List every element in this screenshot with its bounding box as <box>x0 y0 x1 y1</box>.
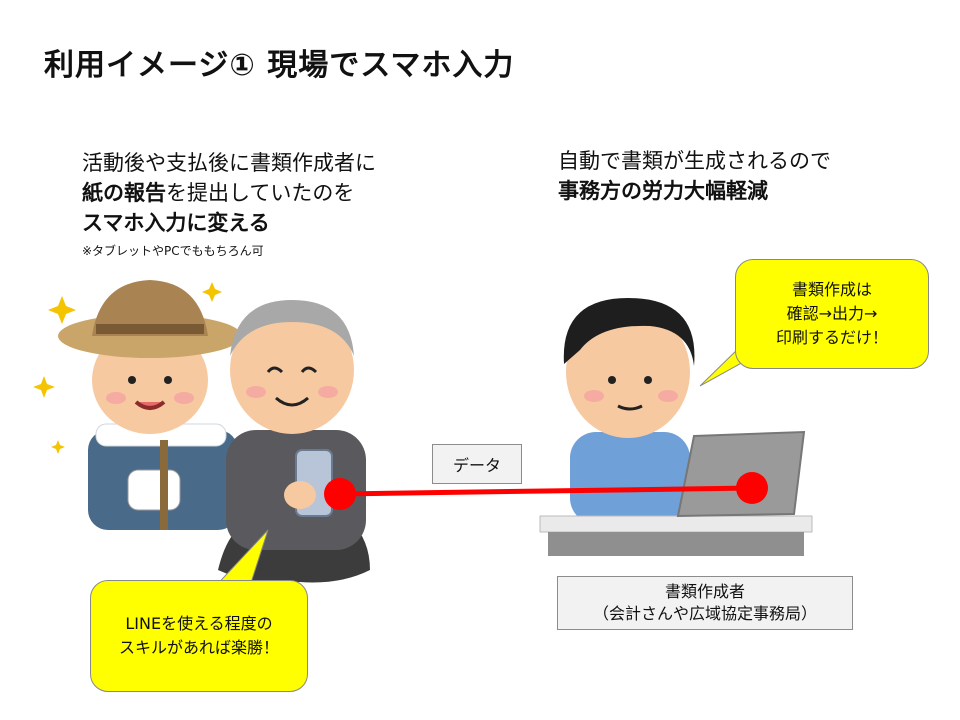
right-line-1: 自動で書類が生成されるので <box>558 149 831 173</box>
left-line-1: 活動後や支払後に書類作成者に <box>82 151 376 175</box>
left-description: 活動後や支払後に書類作成者に 紙の報告を提出していたのを スマホ入力に変える ※… <box>82 148 376 260</box>
left-line-2-rest: を提出していたのを <box>166 181 355 205</box>
elder-illustration <box>218 300 370 583</box>
sparkle-icon <box>33 376 55 398</box>
callout-bottom: LINEを使える程度の スキルがあれば楽勝！ <box>90 580 308 692</box>
callout-bottom-line-1: LINEを使える程度の <box>125 614 273 633</box>
callout-top: 書類作成は 確認→出力→ 印刷するだけ！ <box>735 259 929 369</box>
left-line-2-bold: 紙の報告 <box>82 181 166 205</box>
callout-top-line-3: 印刷するだけ！ <box>775 328 888 347</box>
right-line-2: 事務方の労力大幅軽減 <box>558 179 768 203</box>
laptop-icon <box>676 430 806 518</box>
callout-top-line-1: 書類作成は <box>791 280 872 299</box>
callout-top-line-2: 確認→出力→ <box>786 304 878 323</box>
data-connection <box>324 472 768 510</box>
creator-label-line-1: 書類作成者 <box>664 582 745 601</box>
sparkle-icon <box>48 296 76 324</box>
page-title: 利用イメージ① 現場でスマホ入力 <box>44 48 515 83</box>
sparkle-icon <box>51 440 65 454</box>
left-note: ※タブレットやPCでももちろん可 <box>82 244 264 258</box>
sparkle-icons <box>33 282 222 454</box>
sparkle-icon <box>202 282 222 302</box>
callout-bottom-line-2: スキルがあれば楽勝！ <box>118 638 279 657</box>
data-label: データ <box>432 444 522 484</box>
right-description: 自動で書類が生成されるので 事務方の労力大幅軽減 <box>558 146 831 206</box>
left-line-3: スマホ入力に変える <box>82 211 270 235</box>
farmer-illustration <box>58 280 242 530</box>
creator-label-line-2: （会計さんや広域協定事務局） <box>592 604 817 623</box>
creator-label: 書類作成者 （会計さんや広域協定事務局） <box>557 576 853 630</box>
left-line-2: 紙の報告を提出していたのを <box>82 178 376 208</box>
